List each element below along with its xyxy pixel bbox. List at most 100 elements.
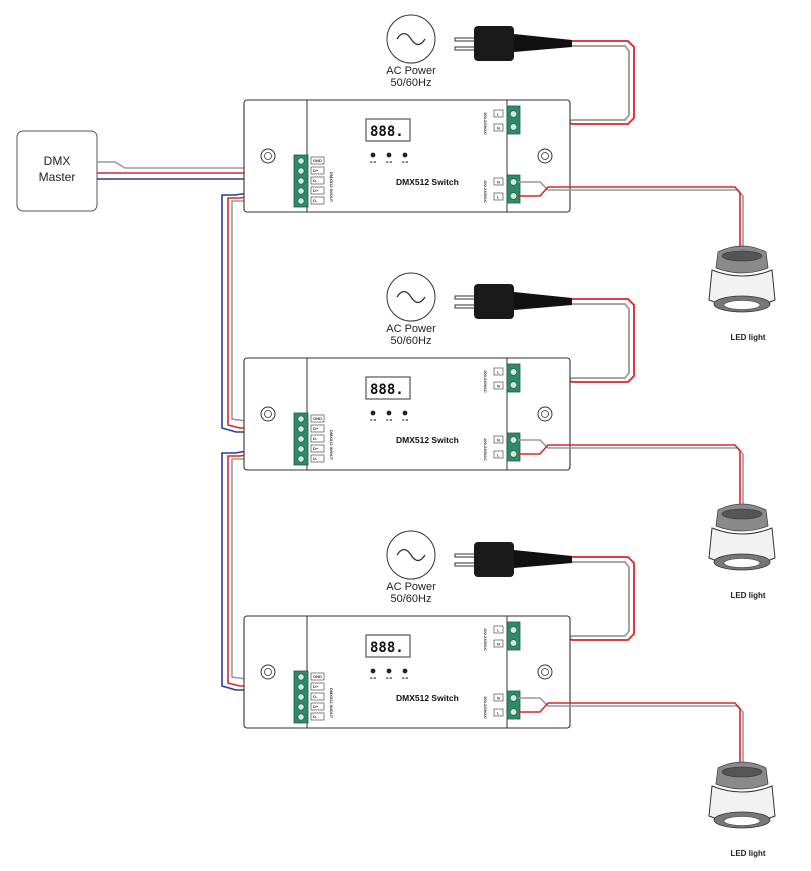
push-button[interactable]	[370, 668, 376, 674]
terminal-label-box	[493, 192, 504, 201]
led-lens	[723, 558, 761, 568]
terminal-screw	[297, 673, 305, 681]
push-button[interactable]	[402, 668, 408, 674]
mounting-hole-inner	[541, 410, 549, 418]
segment-display-value: 888.	[370, 640, 404, 656]
terminal-screw	[509, 381, 518, 389]
terminal-screw	[297, 445, 305, 453]
device-title: DMX512 Switch	[396, 435, 459, 445]
sine-wave-icon	[396, 32, 426, 46]
input-spec-label: 100-240VAC	[483, 370, 488, 393]
terminal-label-box	[493, 625, 504, 634]
terminal-label-box	[310, 434, 325, 443]
mounting-hole-inner	[264, 410, 272, 418]
ac-frequency-label: 50/60Hz	[391, 335, 432, 347]
terminal-label-box	[310, 196, 325, 205]
terminal-label: D-	[313, 178, 318, 183]
input-n-label: N	[497, 642, 500, 647]
power-plug	[454, 284, 572, 319]
push-button[interactable]	[386, 668, 392, 674]
terminal-screw	[297, 177, 305, 185]
push-button-label: o-o	[370, 159, 377, 164]
led-light-label: LED light	[730, 849, 765, 858]
power-plug	[454, 26, 572, 61]
plug-body	[474, 542, 514, 577]
terminal-label: D-	[313, 694, 318, 699]
terminal-screw	[297, 693, 305, 701]
plug-cable-sleeve	[514, 292, 572, 310]
push-button-label: o-o	[370, 675, 377, 680]
mounting-hole-inner	[541, 152, 549, 160]
terminal-label-box	[493, 123, 504, 132]
terminal-label-box	[310, 672, 325, 681]
dmx-port-label: DMX512 IN/OUT	[329, 430, 334, 461]
push-button-label: o-o	[370, 417, 377, 422]
terminal-label: GND	[313, 674, 322, 679]
led-top-cap	[721, 766, 763, 778]
push-button[interactable]	[402, 410, 408, 416]
mounting-hole-inner	[264, 152, 272, 160]
terminal-screw	[297, 157, 305, 165]
led-light: LED light	[708, 245, 776, 342]
push-button[interactable]	[370, 410, 376, 416]
device-title: DMX512 Switch	[396, 693, 459, 703]
led-output-cable	[518, 181, 744, 248]
terminal-label: D-	[313, 198, 318, 203]
terminal-label-box	[493, 639, 504, 648]
terminal-label-box	[310, 166, 325, 175]
push-button[interactable]	[386, 410, 392, 416]
plug-cable-sleeve	[514, 550, 572, 568]
terminal-screw	[297, 683, 305, 691]
push-button[interactable]	[386, 152, 392, 158]
terminal-screw	[509, 110, 518, 118]
dmx-master-label-line1: DMX	[44, 154, 71, 168]
output-spec-label: 100-240VAC	[483, 180, 488, 203]
terminal-screw	[509, 639, 518, 647]
output-l-label: L	[497, 453, 500, 458]
terminal-label: D-	[313, 436, 318, 441]
plug-body	[474, 26, 514, 61]
push-button[interactable]	[402, 152, 408, 158]
terminal-label: D+	[313, 426, 319, 431]
input-l-label: L	[497, 628, 500, 633]
input-spec-label: 100-240VAC	[483, 112, 488, 135]
plug-prong	[454, 295, 476, 300]
plug-prong	[454, 553, 476, 558]
plug-body	[474, 284, 514, 319]
mounting-hole-inner	[264, 668, 272, 676]
segment-display	[365, 376, 411, 400]
led-output-cable	[518, 697, 744, 764]
led-lens	[723, 300, 761, 310]
ac-power-label: AC Power	[386, 323, 436, 335]
terminal-screw	[297, 425, 305, 433]
ac-power-label: AC Power	[386, 65, 436, 77]
dmx-port-label: DMX512 IN/OUT	[329, 172, 334, 203]
terminal-screw	[297, 197, 305, 205]
plug-prong	[454, 562, 476, 567]
push-button[interactable]	[370, 152, 376, 158]
terminal-label: GND	[313, 158, 322, 163]
terminal-label: D+	[313, 188, 319, 193]
sine-wave-icon	[396, 548, 426, 562]
input-l-label: L	[497, 112, 500, 117]
terminal-label-box	[310, 414, 325, 423]
led-top-cap	[721, 508, 763, 520]
terminal-label-box	[493, 435, 504, 444]
input-n-label: N	[497, 384, 500, 389]
segment-display	[365, 118, 411, 142]
terminal-label-box	[493, 693, 504, 702]
terminal-screw	[509, 123, 518, 131]
push-button-label: o-o	[402, 675, 409, 680]
dmx-master-label-line2: Master	[39, 170, 76, 184]
push-button-label: o-o	[386, 159, 393, 164]
